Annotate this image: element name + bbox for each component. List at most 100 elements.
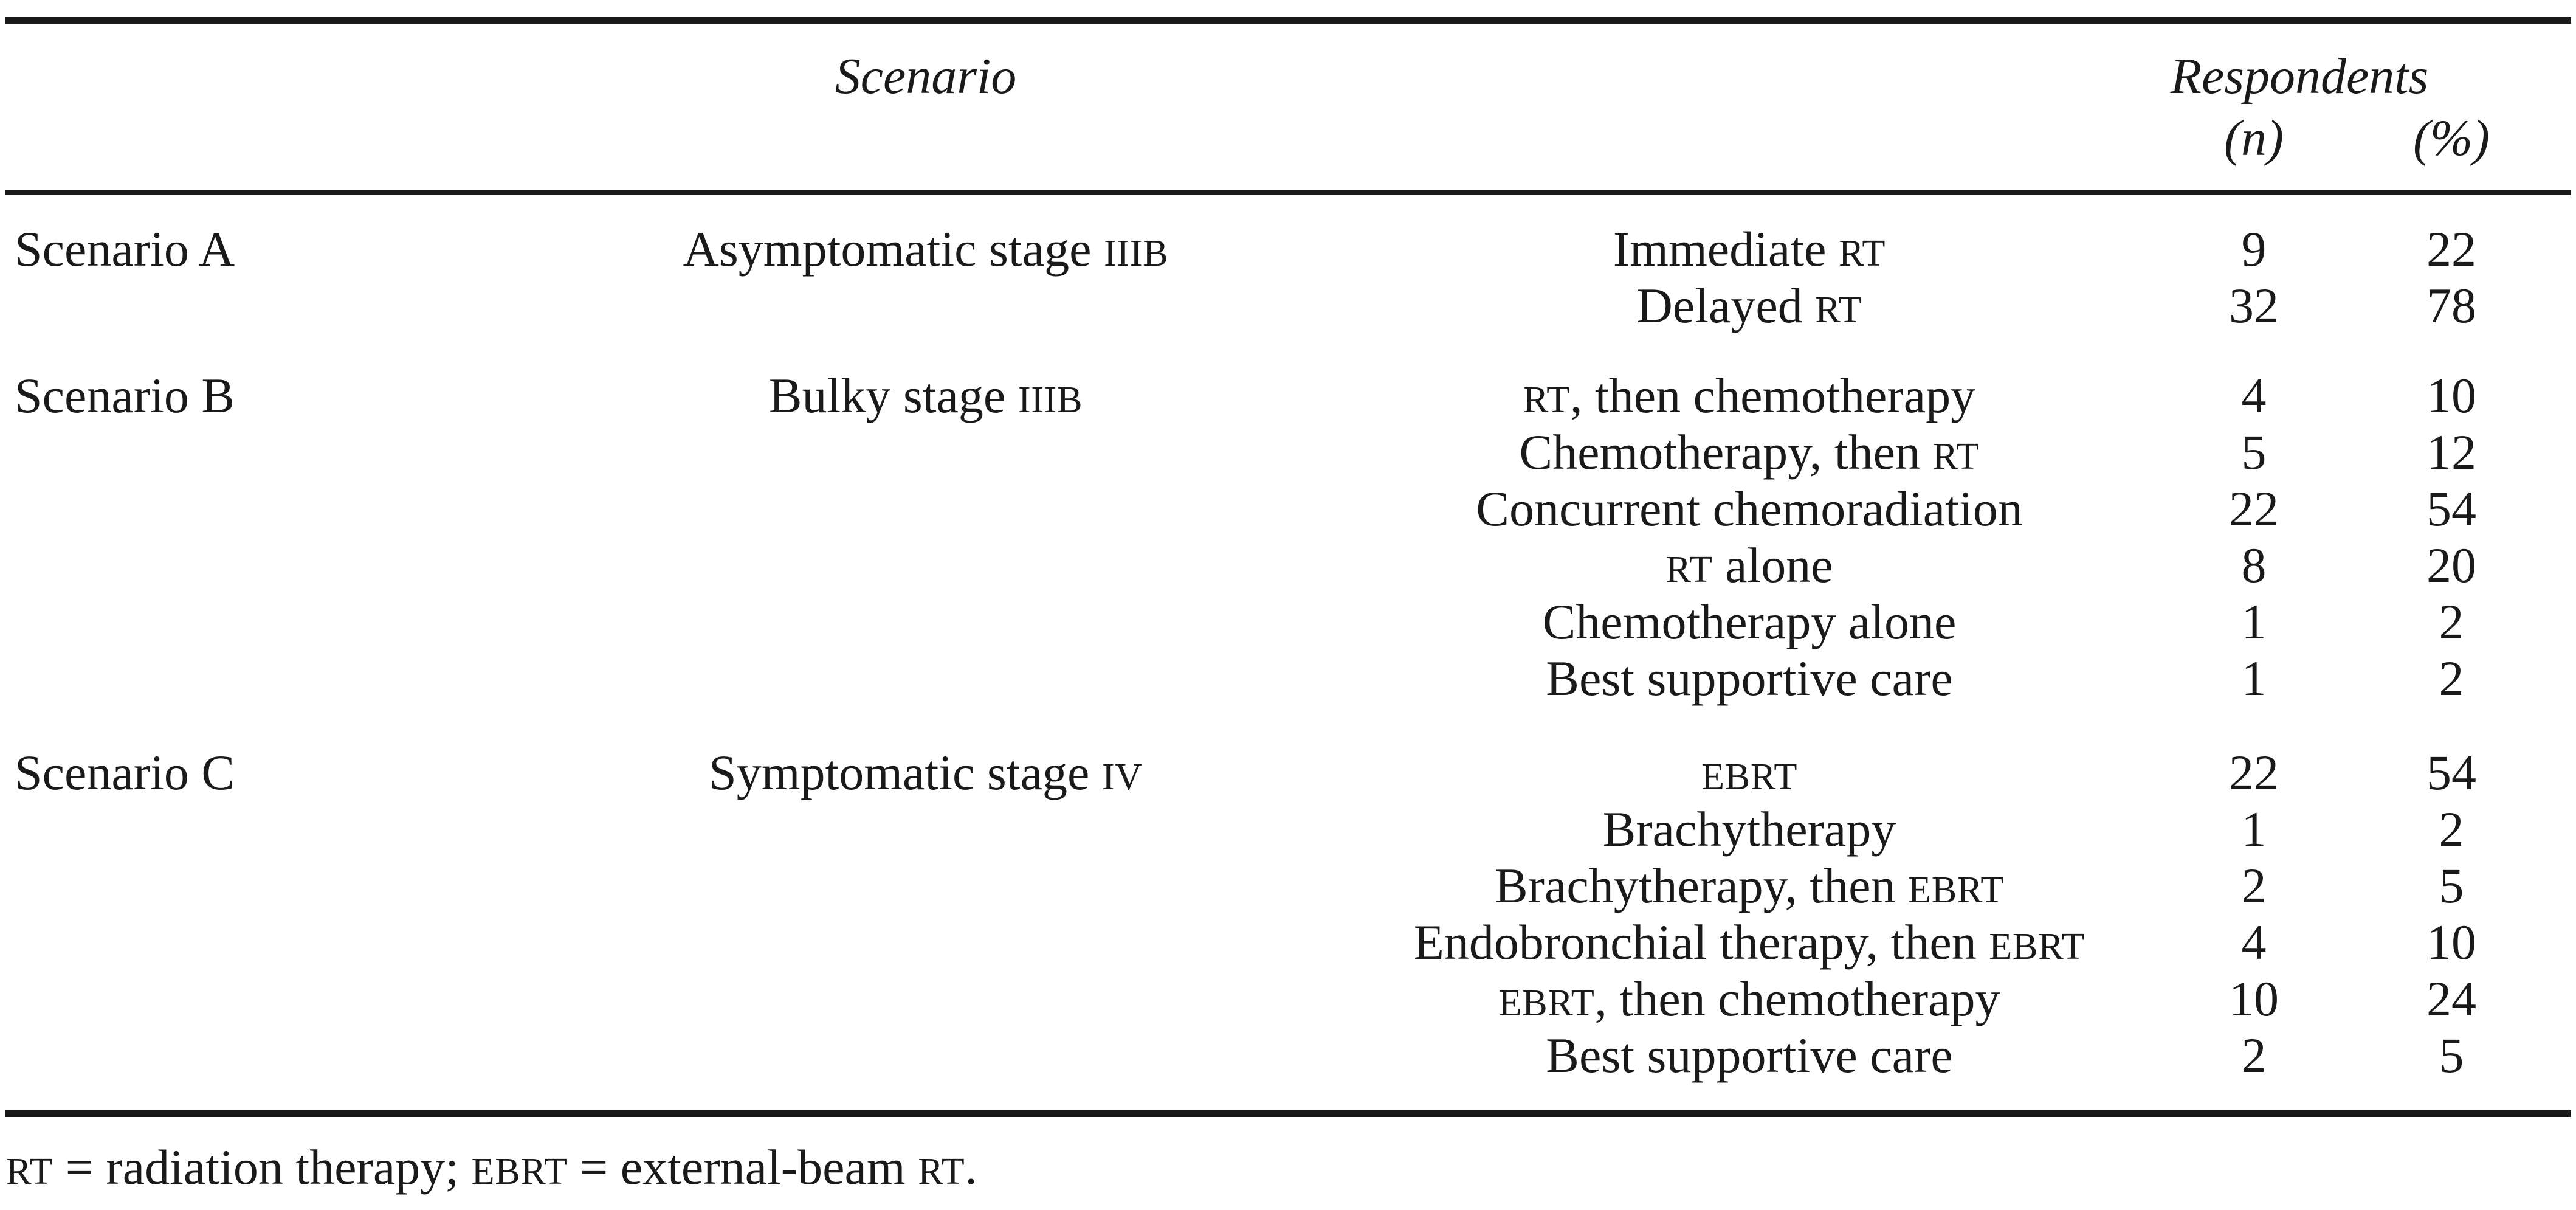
empty-cell [5, 801, 455, 857]
treatment-option: Chemotherapy, then RT [1397, 424, 2102, 485]
table-row: RT alone 8 20 [5, 537, 2497, 593]
table-row: Chemotherapy alone 1 2 [5, 593, 2497, 650]
treatment-option: Best supportive care [1397, 650, 2102, 707]
text-segment: , then chemotherapy [1594, 971, 2000, 1026]
respondents-n-value: 2 [2241, 1028, 2267, 1083]
empty-cell [455, 277, 1397, 338]
empty-cell [5, 593, 455, 650]
treatment-option: Brachytherapy, then EBRT [1397, 857, 2102, 918]
respondents-pct-value: 54 [2426, 745, 2476, 800]
table-header-row-1: Scenario Respondents [5, 46, 2497, 107]
respondents-n-value: 4 [2241, 914, 2267, 970]
table-row: EBRT, then chemotherapy 10 24 [5, 970, 2497, 1027]
respondents-pct-value: 20 [2426, 538, 2476, 593]
text-segment: Bulky stage [768, 368, 1018, 423]
empty-cell [455, 650, 1397, 707]
empty-cell [5, 277, 455, 338]
respondents-n-value: 8 [2241, 538, 2267, 593]
scenario-description: Asymptomatic stage IIIB [455, 221, 1397, 282]
scenario-description: Bulky stage IIIB [455, 367, 1397, 428]
column-header-n: (n) [2224, 110, 2284, 167]
respondents-pct-value: 10 [2426, 914, 2476, 970]
treatment-option: Immediate RT [1397, 221, 2102, 282]
scenario-description: Symptomatic stage IV [455, 744, 1397, 805]
respondents-pct-value: 12 [2426, 424, 2476, 480]
table-row: Best supportive care 2 5 [5, 1027, 2497, 1084]
empty-cell [5, 1027, 455, 1084]
text-segment: = radiation therapy; [53, 1139, 472, 1195]
empty-cell [5, 108, 455, 169]
text-segment: Brachytherapy, then [1494, 858, 1909, 913]
table-bottom-rule [5, 1110, 2571, 1117]
treatment-option: RT alone [1397, 537, 2102, 598]
empty-cell [5, 46, 455, 107]
respondents-pct-value: 22 [2426, 221, 2476, 277]
small-caps-text: EBRT [1989, 925, 2085, 967]
small-caps-text: RT [6, 1150, 53, 1192]
empty-cell [1397, 46, 2102, 107]
table-body: Scenario A Asymptomatic stage IIIB Immed… [5, 221, 2497, 1084]
table-header-row-2: (n) (%) [5, 108, 2497, 169]
table-row: Chemotherapy, then RT 5 12 [5, 424, 2497, 480]
small-caps-text: RT [1665, 548, 1713, 590]
treatment-option: Endobronchial therapy, then EBRT [1397, 914, 2102, 975]
table-top-rule [5, 17, 2571, 24]
text-segment: Delayed [1636, 278, 1816, 333]
text-segment: alone [1712, 538, 1833, 593]
small-caps-text: RT [1838, 232, 1886, 274]
respondents-n-value: 1 [2241, 801, 2267, 857]
respondents-n-value: 4 [2241, 368, 2267, 423]
empty-cell [455, 480, 1397, 537]
small-caps-text: EBRT [1908, 869, 2005, 911]
respondents-n-value: 22 [2229, 481, 2279, 536]
small-caps-text: RT [1815, 289, 1862, 331]
text-segment: Asymptomatic stage [683, 221, 1104, 277]
treatment-option: Brachytherapy [1397, 801, 2102, 857]
respondents-pct-value: 54 [2426, 481, 2476, 536]
empty-cell [455, 857, 1397, 918]
table-row: Brachytherapy, then EBRT 2 5 [5, 857, 2497, 914]
empty-cell [455, 970, 1397, 1031]
table-row: Scenario A Asymptomatic stage IIIB Immed… [5, 221, 2497, 277]
table-row: Scenario B Bulky stage IIIB RT, then che… [5, 367, 2497, 424]
respondents-pct-value: 2 [2439, 651, 2464, 706]
text-segment: Brachytherapy [1602, 801, 1896, 857]
text-segment: = external-beam [567, 1139, 918, 1195]
empty-cell [5, 424, 455, 485]
empty-cell [5, 970, 455, 1031]
text-segment: Chemotherapy, then [1519, 424, 1933, 480]
small-caps-text: EBRT [1498, 982, 1595, 1024]
empty-cell [1397, 108, 2102, 169]
table-row: Endobronchial therapy, then EBRT 4 10 [5, 914, 2497, 970]
respondents-n-value: 9 [2241, 221, 2267, 277]
text-segment: Concurrent chemoradiation [1476, 481, 2023, 536]
small-caps-text: IIIB [1018, 379, 1083, 421]
small-caps-text: IV [1101, 756, 1143, 798]
column-header-pct: (%) [2413, 110, 2490, 167]
small-caps-text: IIIB [1104, 232, 1169, 274]
empty-cell [5, 650, 455, 707]
table-row: Delayed RT 32 78 [5, 277, 2497, 334]
text-segment: Best supportive care [1546, 651, 1953, 706]
respondents-pct-value: 2 [2439, 801, 2464, 857]
treatment-option: RT, then chemotherapy [1397, 367, 2102, 428]
table-row: Concurrent chemoradiation 22 54 [5, 480, 2497, 537]
treatment-option: EBRT [1397, 744, 2102, 805]
text-segment: , then chemotherapy [1570, 368, 1976, 423]
small-caps-text: RT [918, 1150, 965, 1192]
empty-cell [5, 537, 455, 598]
respondents-n-value: 10 [2229, 971, 2279, 1026]
respondents-n-value: 22 [2229, 745, 2279, 800]
small-caps-text: RT [1932, 435, 1980, 477]
respondents-n-value: 32 [2229, 278, 2279, 333]
empty-cell [455, 801, 1397, 857]
treatment-option: Delayed RT [1397, 277, 2102, 338]
empty-cell [455, 914, 1397, 975]
scenario-label: Scenario A [15, 221, 235, 277]
empty-cell [455, 1027, 1397, 1084]
respondents-pct-value: 10 [2426, 368, 2476, 423]
text-segment: Chemotherapy alone [1542, 594, 1957, 649]
respondents-pct-value: 24 [2426, 971, 2476, 1026]
text-segment: . [965, 1139, 977, 1195]
